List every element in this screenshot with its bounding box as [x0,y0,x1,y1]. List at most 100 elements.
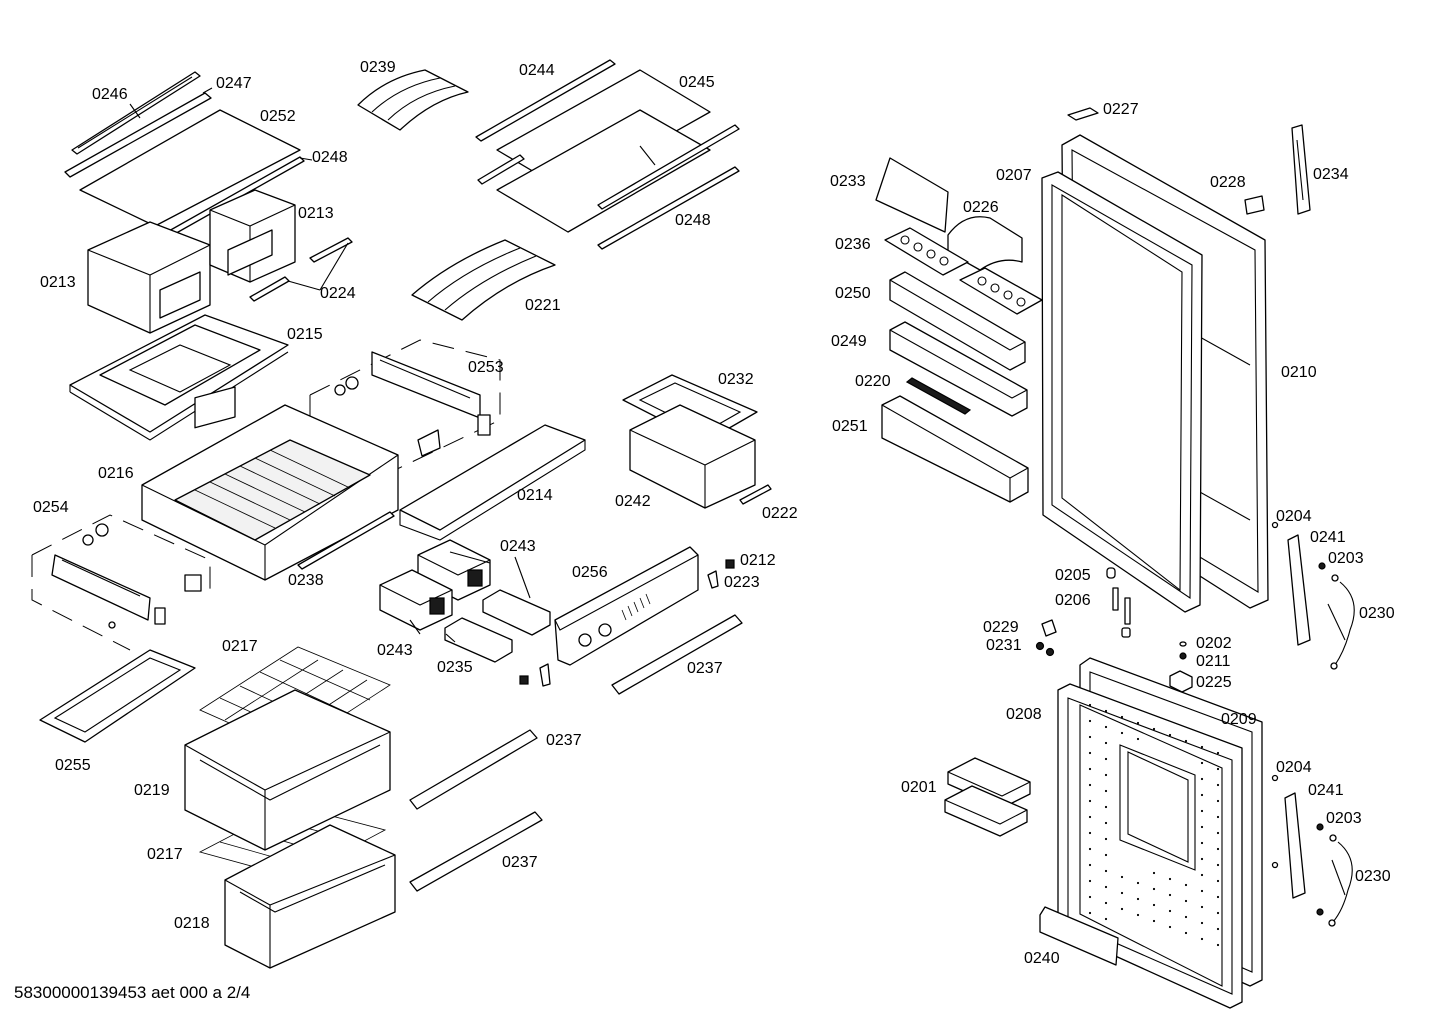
label-0208: 0208 [1006,706,1042,723]
label-0204: 0204 [1276,759,1312,776]
part-0252-glass-shelf [79,109,301,227]
part-0203-bush-lower [1316,823,1337,842]
texture-dot [1216,911,1220,915]
part-0237-rail-b [409,729,538,810]
texture-dot [1216,815,1220,819]
part-0234-hinge-plate [1291,124,1311,215]
label-0217: 0217 [147,846,183,863]
texture-dot [1184,883,1188,887]
part-0247-trim [64,92,212,178]
part-0241-hinge-lower [1284,792,1306,899]
texture-dot [1168,909,1172,913]
label-0234: 0234 [1313,166,1349,183]
texture-dot [1200,873,1204,877]
texture-dot [1104,725,1108,729]
texture-dot [1088,895,1092,899]
label-0237: 0237 [502,854,538,871]
texture-dot [1184,739,1188,743]
texture-dot [1200,905,1204,909]
texture-dot [1104,741,1108,745]
texture-dot [1088,911,1092,915]
texture-dot [1088,767,1092,771]
label-0219: 0219 [134,782,170,799]
texture-dot [1200,761,1204,765]
texture-dot [1136,737,1140,741]
texture-dot [1136,897,1140,901]
texture-dot [1152,727,1156,731]
texture-dot [1216,767,1220,771]
texture-dot [1200,937,1204,941]
texture-dot [1104,789,1108,793]
part-small-clips [519,663,551,687]
label-0255: 0255 [55,757,91,774]
texture-dot [1088,751,1092,755]
texture-dot [1152,903,1156,907]
label-0215: 0215 [287,326,323,343]
part-0236-egg-tray [884,227,969,276]
label-0220: 0220 [855,373,891,390]
label-0203: 0203 [1326,810,1362,827]
label-0206: 0206 [1055,592,1091,609]
label-0243: 0243 [500,538,536,555]
texture-dot [1120,731,1124,735]
part-0235-tray [444,617,513,663]
label-0210: 0210 [1281,364,1317,381]
part-0226-butter-compartment [947,216,1023,271]
label-0245: 0245 [679,74,715,91]
texture-dot [1088,703,1092,707]
label-0244: 0244 [519,62,555,79]
label-0209: 0209 [1221,711,1257,728]
label-0241: 0241 [1308,782,1344,799]
texture-dot [1104,821,1108,825]
label-0246: 0246 [92,86,128,103]
texture-dot [1216,847,1220,851]
texture-dot [1104,773,1108,777]
part-0230-cable-lower [1316,841,1353,927]
texture-dot [1200,857,1204,861]
label-0240: 0240 [1024,950,1060,967]
label-0241: 0241 [1310,529,1346,546]
label-0230: 0230 [1359,605,1395,622]
texture-dot [1104,837,1108,841]
label-0204: 0204 [1276,508,1312,525]
label-0217: 0217 [222,638,258,655]
label-0249: 0249 [831,333,867,350]
part-0233-flap [875,157,949,233]
texture-dot [1216,943,1220,947]
texture-dot [1104,869,1108,873]
part-0254-assembly [31,514,211,651]
label-0253: 0253 [468,359,504,376]
label-0235: 0235 [437,659,473,676]
texture-dot [1088,879,1092,883]
texture-dot [1120,715,1124,719]
part-0201-cold-packs [944,757,1031,837]
leader-lines [129,87,1346,896]
part-0213-box-left [87,221,211,334]
part-0230-cable-upper [1330,581,1355,670]
part-0239-bottle-holder [357,69,469,131]
part-0250-door-shelf [889,271,1026,371]
label-0223: 0223 [724,574,760,591]
part-0229-clip [1041,619,1057,637]
texture-dot [1200,825,1204,829]
part-0244-trim [475,59,616,142]
part-0243-tray [482,589,551,636]
part-labels: 0246 0247 0252 0248 0213 0213 0224 0215 … [33,59,1395,967]
part-0249-door-shelf [889,321,1028,417]
label-0250: 0250 [835,285,871,302]
label-0236: 0236 [835,236,871,253]
texture-dot [1216,751,1220,755]
texture-dot [1168,893,1172,897]
label-0211: 0211 [1196,653,1231,670]
label-0229: 0229 [983,619,1019,636]
part-0223-clip [707,570,719,589]
part-0220-rack [905,377,972,415]
texture-dot [1168,733,1172,737]
part-0236-egg-tray-right [959,267,1043,315]
label-0237: 0237 [546,732,582,749]
part-0255-tray [39,649,196,743]
texture-dot [1104,709,1108,713]
part-0240-handle [1039,906,1119,966]
label-0207: 0207 [996,167,1032,184]
texture-dot [1200,745,1204,749]
